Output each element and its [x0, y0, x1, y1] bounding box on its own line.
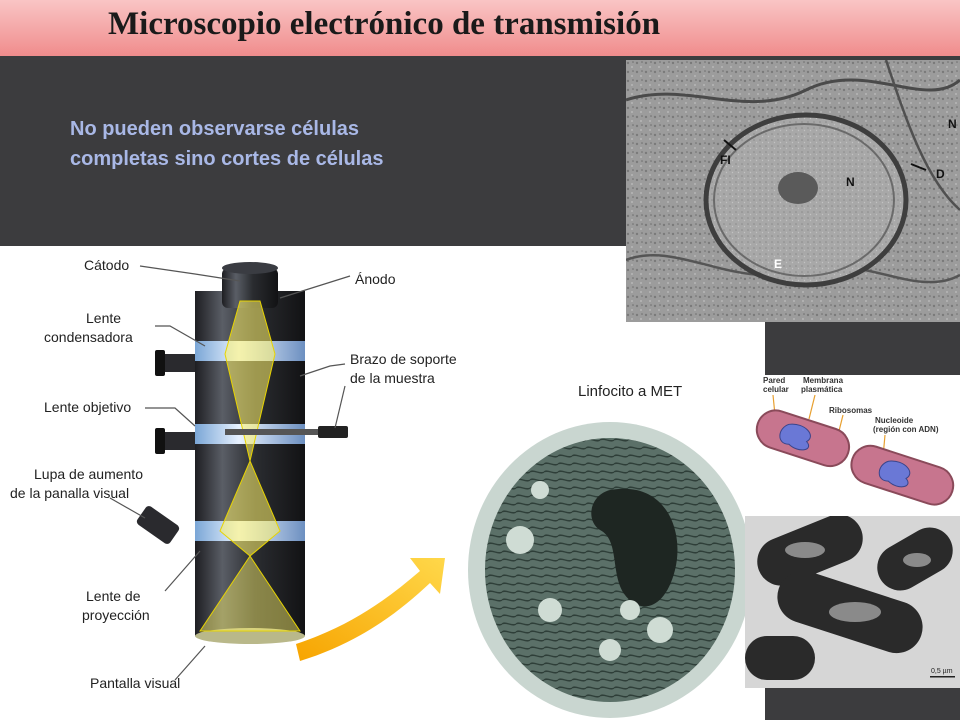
label-condensadora-2: condensadora	[44, 329, 133, 345]
label-pared-2: celular	[763, 385, 789, 394]
label-lupa-1: Lupa de aumento	[34, 466, 143, 482]
title-bar	[0, 0, 960, 56]
bacterium-scale-label: 0,5 µm	[931, 668, 953, 675]
bacterium-diagram: Pared celular Membrana plasmática Riboso…	[745, 375, 960, 520]
micrograph-label-n: N	[846, 175, 855, 189]
label-pared-1: Pared	[763, 376, 785, 385]
micrograph-label-d: D	[936, 167, 945, 181]
label-ribosomas: Ribosomas	[829, 406, 873, 415]
label-objetivo: Lente objetivo	[44, 399, 131, 415]
label-proyeccion-1: Lente de	[86, 588, 141, 604]
label-anodo: Ánodo	[355, 271, 396, 287]
micrograph-label-e: E	[774, 257, 782, 271]
lymphocyte-micrograph: Linfocito a MET	[460, 380, 760, 720]
label-lupa-2: de la panalla visual	[10, 485, 129, 501]
tem-diagram: Cátodo Ánodo Lente condensadora Brazo de…	[0, 246, 470, 720]
lymphocyte-label: Linfocito a MET	[578, 383, 682, 400]
label-condensadora-1: Lente	[86, 310, 121, 326]
slide-title: Microscopio electrónico de transmisión	[108, 6, 661, 42]
micrograph-label-fi: FI	[720, 153, 731, 167]
subtitle-line-2: completas sino cortes de células	[70, 148, 384, 170]
label-nucleoide-2: (región con ADN)	[873, 425, 939, 434]
subtitle: No pueden observarse células completas s…	[70, 114, 383, 174]
micrograph-label-n2: N	[948, 117, 957, 131]
label-brazo-2: de la muestra	[350, 370, 435, 386]
label-catodo: Cátodo	[84, 257, 129, 273]
cell-micrograph-image: FI N D E N	[626, 60, 960, 322]
arrow-icon	[296, 558, 445, 661]
subtitle-line-1: No pueden observarse células	[70, 118, 360, 140]
cell-micrograph: FI N D E N	[626, 60, 960, 322]
label-membrana-1: Membrana	[803, 376, 844, 385]
bacterium-photo-image: 0,5 µm	[745, 516, 960, 688]
label-proyeccion-2: proyección	[82, 607, 150, 623]
tem-diagram-image: Cátodo Ánodo Lente condensadora Brazo de…	[10, 257, 457, 691]
label-membrana-2: plasmática	[801, 385, 843, 394]
label-pantalla: Pantalla visual	[90, 675, 180, 691]
bacterium-diagram-image: Pared celular Membrana plasmática Riboso…	[755, 376, 955, 506]
label-brazo-1: Brazo de soporte	[350, 351, 457, 367]
label-nucleoide-1: Nucleoide	[875, 416, 914, 425]
lymphocyte-image: Linfocito a MET	[468, 383, 752, 718]
bacterium-photo: 0,5 µm	[745, 516, 960, 688]
